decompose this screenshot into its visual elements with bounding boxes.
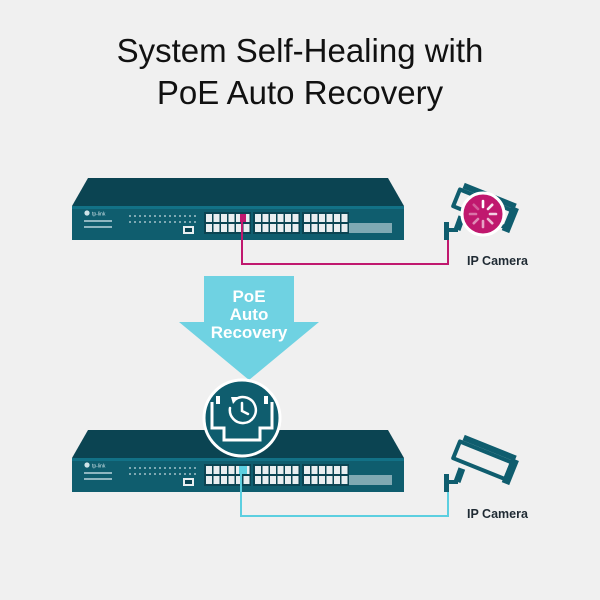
loading-spinner-icon	[460, 191, 506, 237]
ip-camera-label-bottom: IP Camera	[467, 507, 529, 521]
arrow-label-line-1: PoE	[232, 287, 265, 306]
switch-logo-top: tp-link	[92, 212, 106, 218]
network-switch-top: tp-link	[72, 178, 404, 240]
title-line-2: PoE Auto Recovery	[156, 74, 444, 111]
security-camera-icon	[444, 433, 521, 492]
ip-camera-bottom: IP Camera	[444, 433, 529, 521]
faulty-port	[240, 214, 246, 222]
poe-link-recovered	[240, 474, 449, 517]
poe-link-fault	[241, 222, 449, 265]
title-line-1: System Self-Healing with	[116, 32, 484, 69]
port-group-bottom	[204, 464, 349, 486]
port-magnifier	[202, 378, 282, 458]
switch-logo-bottom: tp-link	[92, 464, 106, 470]
recovered-port	[239, 466, 247, 474]
network-switch-bottom: tp-link	[72, 430, 404, 492]
arrow-label-line-2: Auto	[230, 305, 269, 324]
poe-auto-recovery-arrow: PoE Auto Recovery	[179, 276, 319, 380]
page-title: System Self-Healing with PoE Auto Recove…	[0, 30, 600, 114]
power-recovery-icon	[227, 395, 258, 425]
ip-camera-label-top: IP Camera	[467, 254, 529, 268]
port-group-top	[204, 212, 349, 234]
arrow-label-line-3: Recovery	[211, 323, 288, 342]
ip-camera-top: IP Camera	[444, 181, 529, 268]
